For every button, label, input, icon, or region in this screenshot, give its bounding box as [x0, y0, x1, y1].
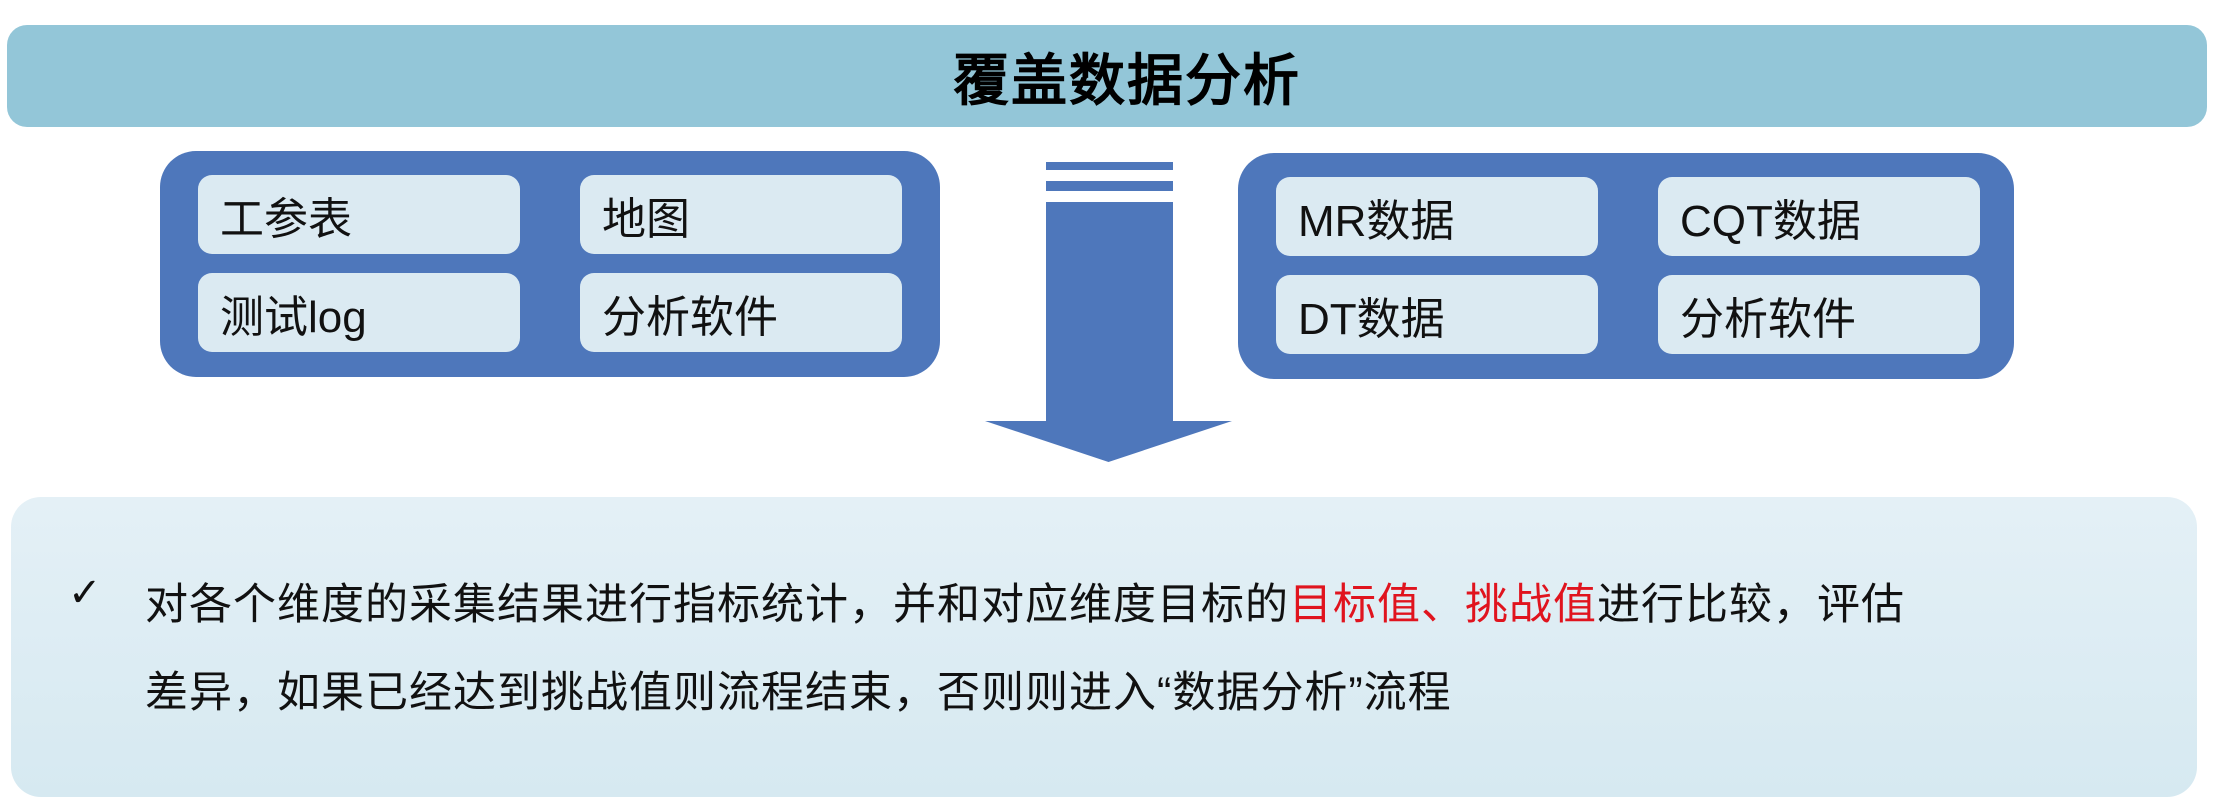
input-group-left: 工参表 地图 测试log 分析软件: [160, 151, 940, 377]
title-banner: 覆盖数据分析: [7, 25, 2207, 127]
summary-line-2: 差异，如果已经达到挑战值则流程结束，否则则进入“数据分析”流程: [145, 669, 1452, 717]
summary-text: 进行比较，评估: [1597, 581, 1905, 629]
summary-line-1: 对各个维度的采集结果进行指标统计，并和对应维度目标的目标值、挑战值进行比较，评估: [145, 570, 1905, 632]
input-group-right: MR数据 CQT数据 DT数据 分析软件: [1238, 153, 2014, 379]
item-map: 地图: [580, 175, 902, 254]
summary-panel: [11, 497, 2197, 797]
item-test-log: 测试log: [198, 273, 520, 352]
down-arrow-icon: [985, 162, 1232, 462]
summary-text: 对各个维度的采集结果进行指标统计，并和对应维度目标的: [145, 581, 1289, 629]
item-analysis-software: 分析软件: [580, 273, 902, 352]
summary-highlight: 目标值、挑战值: [1289, 581, 1597, 629]
item-mr-data: MR数据: [1276, 177, 1598, 256]
check-icon: ✓: [68, 571, 102, 615]
item-analysis-software: 分析软件: [1658, 275, 1980, 354]
item-dt-data: DT数据: [1276, 275, 1598, 354]
item-cqt-data: CQT数据: [1658, 177, 1980, 256]
item-engineering-params: 工参表: [198, 175, 520, 254]
page-title: 覆盖数据分析: [953, 48, 1301, 112]
